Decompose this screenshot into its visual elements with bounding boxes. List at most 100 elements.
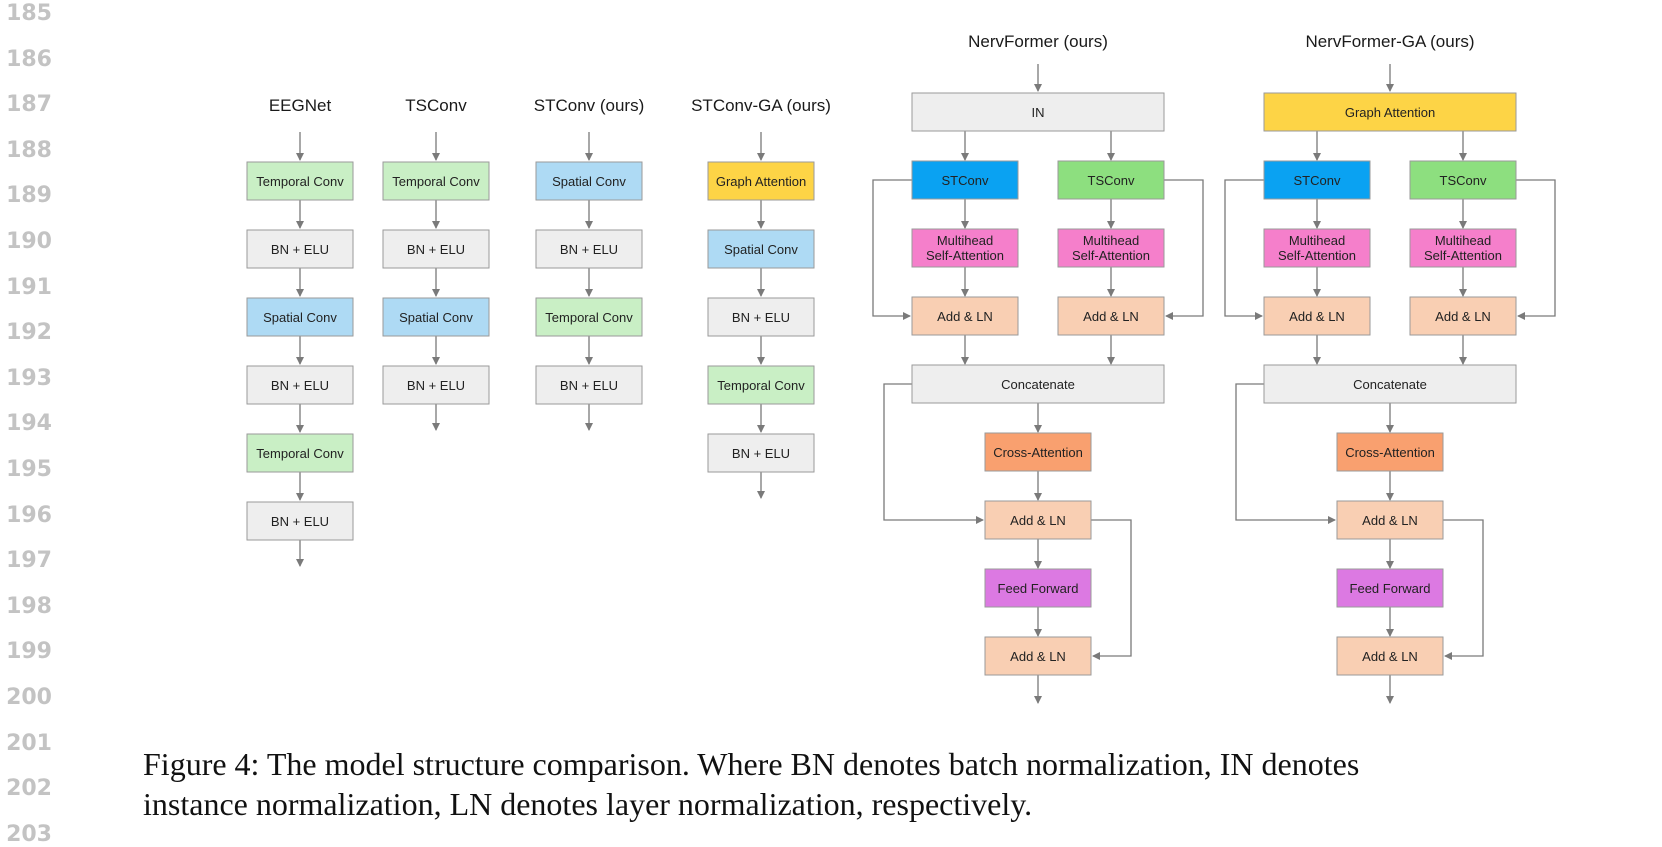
line-number: 201 [6, 730, 52, 756]
tsconv-block-spatial-conv-label: Spatial Conv [399, 310, 473, 325]
tsconv-block-bn-elu: BN + ELU [382, 365, 490, 405]
nervformer-addln-ffn-label: Add & LN [1010, 649, 1066, 664]
nervformer-addln-right-label: Add & LN [1083, 309, 1139, 324]
nervformer-ga-branch-tsconv-label: TSConv [1440, 173, 1487, 188]
tsconv-block-spatial-conv: Spatial Conv [382, 297, 490, 337]
eegnet-block-bn-elu-label: BN + ELU [271, 242, 329, 257]
nervformer-residual-ffn [1091, 519, 1132, 660]
nervformer-ga-residual-concat [1235, 383, 1336, 524]
caption-line-1: Figure 4: The model structure comparison… [143, 746, 1360, 782]
nervformer-ga-feed-forward-label: Feed Forward [1350, 581, 1431, 596]
stconv-ga-title: STConv-GA (ours) [691, 96, 831, 115]
tsconv-block-bn-elu-label: BN + ELU [407, 378, 465, 393]
nervformer-concatenate-label: Concatenate [1001, 377, 1075, 392]
line-number: 186 [6, 46, 52, 72]
line-number: 192 [6, 320, 52, 346]
stconv-ga-block-graph-attention-label: Graph Attention [716, 174, 806, 189]
tsconv-block-temporal-conv-label: Temporal Conv [392, 174, 480, 189]
line-number: 190 [6, 229, 52, 254]
stconv-ga-block-temporal-conv-label: Temporal Conv [717, 378, 805, 393]
tsconv-block-bn-elu: BN + ELU [382, 229, 490, 269]
nervformer-input-block-label: IN [1032, 105, 1045, 120]
nervformer-ga-branch-stconv-label: STConv [1294, 173, 1341, 188]
nervformer-ga-addln-right: Add & LN [1409, 296, 1517, 336]
nervformer-ga-addln-cross: Add & LN [1336, 500, 1444, 540]
nervformer-branch-stconv: STConv [911, 160, 1019, 200]
nervformer-ga-concatenate: Concatenate [1263, 364, 1517, 404]
nervformer-ga-cross-attention-label: Cross-Attention [1345, 445, 1435, 460]
nervformer-ga-addln-right-label: Add & LN [1435, 309, 1491, 324]
nervformer-ga-input-block-label: Graph Attention [1345, 105, 1435, 120]
eegnet-block-bn-elu: BN + ELU [246, 501, 354, 541]
nervformer-cross-attention-label: Cross-Attention [993, 445, 1083, 460]
nervformer-ga-cross-attention: Cross-Attention [1336, 432, 1444, 472]
nervformer-ga-addln-left-label: Add & LN [1289, 309, 1345, 324]
nervformer-cross-attention: Cross-Attention [984, 432, 1092, 472]
model-structure-diagram: Temporal Conv BN + ELU Spatial Conv BN + EL… [246, 32, 1556, 704]
nervformer-branch-stconv-label: STConv [942, 173, 989, 188]
nervformer-ga-addln-ffn: Add & LN [1336, 636, 1444, 676]
nervformer-residual-left [872, 179, 912, 320]
stconv-ga-block-bn-elu: BN + ELU [707, 433, 815, 473]
stconv-ga-block-bn-elu-label: BN + ELU [732, 310, 790, 325]
eegnet-block-spatial-conv-label: Spatial Conv [263, 310, 337, 325]
nervformer-branch-tsconv: TSConv [1057, 160, 1165, 200]
eegnet-block-temporal-conv-label: Temporal Conv [256, 446, 344, 461]
line-number: 194 [6, 411, 52, 437]
stconv-block-bn-elu: BN + ELU [535, 365, 643, 405]
nervformer-ga-title: NervFormer-GA (ours) [1305, 32, 1474, 51]
line-number: 187 [6, 92, 52, 118]
nervformer-addln-cross-label: Add & LN [1010, 513, 1066, 528]
eegnet-block-bn-elu: BN + ELU [246, 365, 354, 405]
line-number: 185 [6, 1, 52, 26]
nervformer-addln-left: Add & LN [911, 296, 1019, 336]
nervformer-feed-forward: Feed Forward [984, 568, 1092, 608]
nervformer-ga-addln-left: Add & LN [1263, 296, 1371, 336]
nervformer-ga-residual-right [1516, 179, 1556, 320]
tsconv-block-bn-elu-label: BN + ELU [407, 242, 465, 257]
line-number: 202 [6, 776, 52, 802]
nervformer-ga-residual-left [1224, 179, 1264, 320]
stconv-block-bn-elu: BN + ELU [535, 229, 643, 269]
stconv-ga-block-bn-elu-label: BN + ELU [732, 446, 790, 461]
nervformer-title: NervFormer (ours) [968, 32, 1108, 51]
nervformer-ga-residual-ffn [1443, 519, 1484, 660]
line-number: 193 [6, 365, 52, 391]
nervformer-residual-right [1164, 179, 1204, 320]
stconv-ga-block-temporal-conv: Temporal Conv [707, 365, 815, 405]
nervformer-feed-forward-label: Feed Forward [998, 581, 1079, 596]
stconv-ga-block-graph-attention: Graph Attention [707, 161, 815, 201]
tsconv-block-temporal-conv: Temporal Conv [382, 161, 490, 201]
line-number: 189 [6, 183, 52, 209]
nervformer-addln-right: Add & LN [1057, 296, 1165, 336]
nervformer-ga-addln-cross-label: Add & LN [1362, 513, 1418, 528]
eegnet-block-bn-elu-label: BN + ELU [271, 378, 329, 393]
stconv-block-temporal-conv: Temporal Conv [535, 297, 643, 337]
line-number: 198 [6, 593, 52, 619]
line-number: 196 [6, 502, 52, 528]
nervformer-ga-branch-stconv: STConv [1263, 160, 1371, 200]
line-number: 203 [6, 821, 52, 847]
stconv-ga-block-spatial-conv-label: Spatial Conv [724, 242, 798, 257]
line-number: 199 [6, 639, 52, 665]
nervformer-addln-ffn: Add & LN [984, 636, 1092, 676]
line-number: 195 [6, 457, 52, 482]
nervformer-concatenate: Concatenate [911, 364, 1165, 404]
nervformer-branch-tsconv-label: TSConv [1088, 173, 1135, 188]
stconv-ga-block-spatial-conv: Spatial Conv [707, 229, 815, 269]
nervformer-ga-feed-forward: Feed Forward [1336, 568, 1444, 608]
eegnet-block-spatial-conv: Spatial Conv [246, 297, 354, 337]
eegnet-block-temporal-conv: Temporal Conv [246, 433, 354, 473]
caption-line-2: instance normalization, LN denotes layer… [143, 786, 1033, 822]
eegnet-title: EEGNet [269, 96, 332, 115]
nervformer-addln-left-label: Add & LN [937, 309, 993, 324]
line-number: 188 [6, 137, 52, 163]
